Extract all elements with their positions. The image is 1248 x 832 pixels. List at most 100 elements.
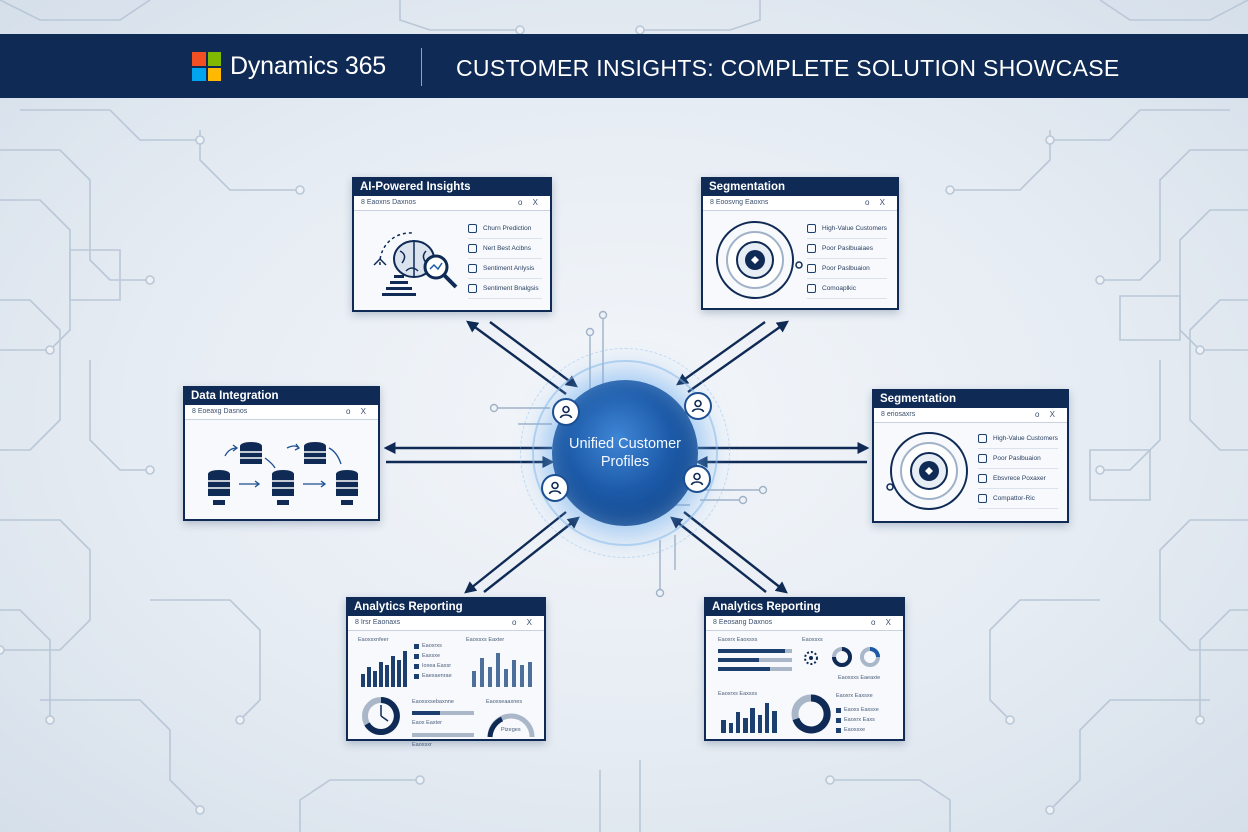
panel-toolbar: 8 Irsr Eaonaxs o X [348, 616, 544, 631]
segment-icon [978, 434, 987, 443]
list-item[interactable]: High-Value Customers [978, 429, 1058, 449]
bar-chart[interactable] [360, 651, 408, 687]
chart-bar [367, 667, 371, 687]
segment-target-icon [716, 221, 803, 299]
chart-label: Eaoxrxs Eaxsxs [718, 691, 758, 697]
toolbar-label: 8 Eeosang Daxnos [713, 619, 773, 626]
window-controls[interactable]: o X [864, 198, 889, 207]
panel-title: Segmentation [874, 391, 1067, 408]
panel-toolbar: 8 Eeosang Daxnos o X [706, 616, 903, 631]
row-label: Eaox Eaxter [412, 720, 442, 726]
database-sync-icon [208, 442, 358, 505]
toolbar-label: 8 Eoosvng Eaoxns [710, 199, 769, 206]
chart-icon [468, 244, 477, 253]
row-label: Eaoxsxr [412, 742, 432, 748]
item-label: High-Value Customers [822, 225, 887, 232]
hub-label: Unified Customer Profiles [568, 436, 681, 470]
data-integration-panel[interactable]: Data Integration 8 Eoeaxg Dasnos o X [183, 386, 380, 521]
item-label: Churn Prediction [483, 225, 532, 232]
segment-icon [807, 284, 816, 293]
hub-outer-ring [520, 348, 730, 558]
list-item[interactable]: Sentiment Bnalgsis [468, 279, 542, 299]
chart-bar [728, 722, 734, 733]
chart-bar [743, 718, 748, 733]
donut-chart[interactable] [360, 695, 402, 737]
user-icon [683, 465, 711, 493]
chart-bar [527, 661, 533, 687]
list-item[interactable]: Poor Paslbuaiaes [807, 239, 887, 259]
chart-bar [379, 661, 383, 687]
list-item[interactable]: Comoaplkic [807, 279, 887, 299]
microsoft-logo-icon [192, 52, 221, 81]
segmentation-panel-right[interactable]: Segmentation 8 eriosaxrs o X High-Value … [872, 389, 1069, 523]
window-controls[interactable]: o X [517, 198, 542, 207]
chart-bar [511, 660, 517, 687]
legend-label: Ioxea Eaxsr [422, 663, 452, 669]
chart-label: Eaoxrx Eaoxsxs [718, 637, 758, 643]
panel-title: Data Integration [185, 388, 378, 405]
chart-bar [772, 710, 777, 733]
list-item[interactable]: High-Value Customers [807, 219, 887, 239]
chart-label: Eaoxsxs Eaxter [466, 637, 505, 643]
progress-track [412, 711, 474, 715]
window-controls[interactable]: o X [511, 618, 536, 627]
chart-bar [750, 707, 755, 733]
window-controls[interactable]: o X [1034, 410, 1059, 419]
segmentation-panel-top[interactable]: Segmentation 8 Eoosvng Eaoxns o X High-V… [701, 177, 899, 310]
chart-bar [503, 669, 509, 687]
list-item[interactable]: Churn Prediction [468, 219, 542, 239]
segment-target-icon [886, 432, 968, 510]
database-icon [240, 442, 262, 464]
user-icon [684, 392, 712, 420]
chart-label: Eaoxrx Eaxsxe [836, 693, 873, 699]
ai-insights-panel[interactable]: AI-Powered Insights 8 Eaoxns Daxnos o X … [352, 177, 552, 312]
segment-icon [807, 244, 816, 253]
window-controls[interactable]: o X [870, 618, 895, 627]
bar-chart[interactable] [720, 703, 778, 733]
chart-label: Eaoxsxs Eaeaxie [838, 675, 881, 681]
segment-icon [978, 474, 987, 483]
page-title: CUSTOMER INSIGHTS: COMPLETE SOLUTION SHO… [456, 55, 1120, 81]
item-label: Sentiment Bnalgsis [483, 285, 539, 292]
chart-bar [471, 670, 477, 687]
list-item[interactable]: Nert Best Acibns [468, 239, 542, 259]
legend-label: Eaoxs Eaxsxe [844, 707, 879, 713]
panel-toolbar: 8 Eoeaxg Dasnos o X [185, 405, 378, 420]
list-item[interactable]: Poor Paslbuaion [978, 449, 1058, 469]
horizontal-bar-chart[interactable] [718, 647, 792, 677]
chart-bar [403, 651, 407, 687]
chart-legend: Eaoxrxs Eaxsxe Ioxea Eaxsr Eaexaenrae [414, 641, 452, 681]
legend-label: Eaexaenrae [422, 673, 452, 679]
arrow-hub-to-seg-top [687, 320, 789, 393]
toolbar-label: 8 Eoeaxg Dasnos [192, 408, 248, 415]
list-item[interactable]: Ebsvrece Poxaxer [978, 469, 1058, 489]
legend-label: Eaoxrx Eaxs [844, 717, 875, 723]
item-label: Ebsvrece Poxaxer [993, 475, 1046, 482]
segment-icon [978, 494, 987, 503]
hub-ring [532, 360, 718, 546]
window-controls[interactable]: o X [345, 407, 370, 416]
panel-title: Segmentation [703, 179, 897, 196]
chart-bar [391, 656, 395, 687]
panel-toolbar: 8 eriosaxrs o X [874, 408, 1067, 423]
list-item[interactable]: Compattor-Ric [978, 489, 1058, 509]
donut-chart[interactable] [830, 645, 854, 669]
toolbar-label: 8 Eaoxns Daxnos [361, 199, 416, 206]
user-icon [552, 398, 580, 426]
legend-label: Eaxsxe [422, 653, 441, 659]
analytics-panel-left[interactable]: Analytics Reporting 8 Irsr Eaonaxs o X E… [346, 597, 546, 748]
donut-chart[interactable] [858, 645, 882, 669]
chart-icon [468, 284, 477, 293]
segment-icon [807, 224, 816, 233]
legend-label: Eaoxrxs [422, 643, 442, 649]
chart-bar [385, 665, 389, 687]
gauge-chart[interactable] [486, 711, 536, 739]
list-item[interactable]: Poor Paslbuaion [807, 259, 887, 279]
chart-bar [519, 665, 525, 687]
list-item[interactable]: Sentiment Anlysis [468, 259, 542, 279]
brand-name: Dynamics 365 [230, 52, 386, 80]
analytics-panel-right[interactable]: Analytics Reporting 8 Eeosang Daxnos o X… [704, 597, 905, 741]
bar-chart[interactable] [470, 651, 534, 687]
pie-chart[interactable] [790, 693, 832, 735]
